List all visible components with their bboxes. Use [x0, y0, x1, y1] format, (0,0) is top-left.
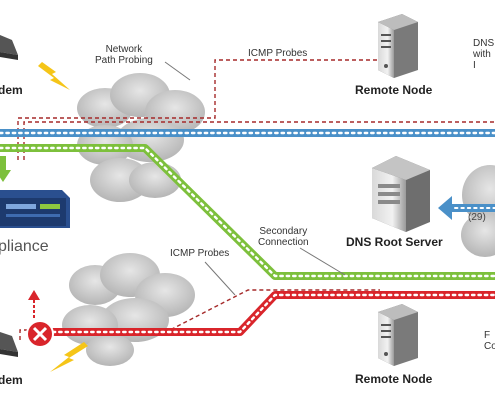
- secondary-connection-label: Secondary Connection: [258, 226, 309, 248]
- x-circle-icon: [26, 290, 54, 348]
- server-tower-icon: [372, 156, 430, 232]
- modem-label-top: dem: [0, 83, 23, 97]
- red-link-dots: [38, 293, 495, 334]
- remote-node-label-top: Remote Node: [355, 83, 433, 97]
- appliance-device: [0, 190, 70, 228]
- right-partial-label: F Co: [484, 330, 495, 352]
- label-leader-lines: [164, 61, 346, 296]
- icmp-probes-label-mid: ICMP Probes: [170, 248, 230, 259]
- modem-icon: [0, 35, 18, 60]
- arrow-count-label: (29): [468, 212, 486, 223]
- server-tower-icon: [378, 14, 418, 78]
- server-tower-icon: [378, 304, 418, 366]
- modem-icon: [0, 332, 18, 357]
- green-link-dots: [0, 146, 495, 278]
- lightning-bolt-icon: [38, 62, 70, 90]
- dns-partial-label: DNS with I: [473, 38, 495, 71]
- dns-root-server-label: DNS Root Server: [346, 235, 443, 249]
- arrow-icon: [0, 156, 11, 182]
- icmp-probes-label-top: ICMP Probes: [248, 48, 308, 59]
- appliance-label: pliance: [0, 238, 49, 255]
- lightning-bolt-icon: [50, 342, 88, 372]
- network-path-probing-label: Network Path Probing: [95, 44, 153, 66]
- modem-label-bottom: dem: [0, 373, 23, 387]
- arrow-icon: [438, 196, 495, 220]
- remote-node-label-bottom: Remote Node: [355, 372, 433, 386]
